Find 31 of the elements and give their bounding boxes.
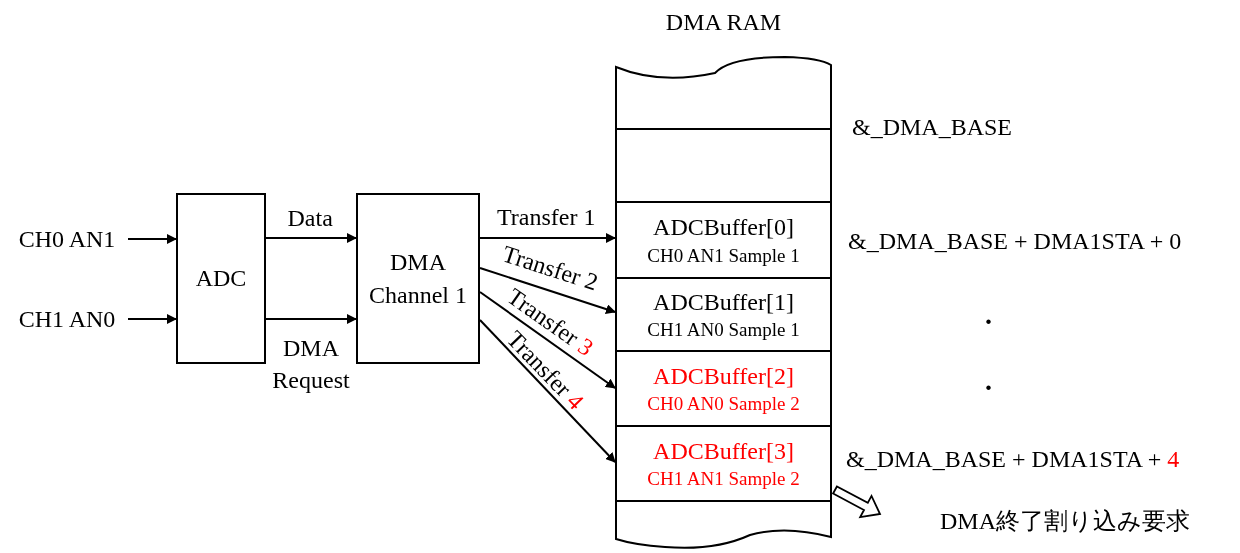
arrow (479, 233, 616, 243)
signal-text: DMA終了割り込み要求 (880, 504, 1190, 538)
arrow (479, 291, 616, 389)
signal-text: CH1 AN0 (6, 302, 128, 336)
box-label: ADCBuffer[1] (653, 287, 794, 317)
ellipsis-dot: . (985, 300, 992, 331)
arrow (479, 319, 616, 463)
arrow (127, 234, 177, 244)
block-arrow (831, 485, 882, 519)
arrow (479, 267, 616, 314)
arrow (265, 314, 357, 324)
box-label: ADCBuffer[3] (653, 436, 794, 466)
process-box (356, 193, 480, 364)
box-label: ADC (195, 264, 247, 294)
box-label: ADCBuffer[2] (653, 361, 794, 391)
edge-label: DMA Request (271, 333, 351, 395)
address-label: &_DMA_BASE + DMA1STA + 4 (846, 446, 1180, 473)
box-label: DMA Channel 1 (368, 248, 468, 310)
memory-title: DMA RAM (664, 9, 783, 36)
address-label: &_DMA_BASE + DMA1STA + 0 (848, 228, 1182, 255)
box-sublabel: CH1 AN0 Sample 1 (647, 318, 800, 343)
process-box (176, 193, 266, 364)
address-label: &_DMA_BASE (852, 114, 1013, 141)
ellipsis-dot: . (985, 366, 992, 397)
signal-text: CH0 AN1 (6, 222, 128, 256)
box-sublabel: CH0 AN1 Sample 1 (647, 243, 800, 268)
arrow (265, 233, 357, 243)
box-sublabel: CH1 AN1 Sample 2 (647, 467, 800, 492)
arrow (127, 314, 177, 324)
box-sublabel: CH0 AN0 Sample 2 (647, 392, 800, 417)
box-label: ADCBuffer[0] (653, 213, 794, 243)
